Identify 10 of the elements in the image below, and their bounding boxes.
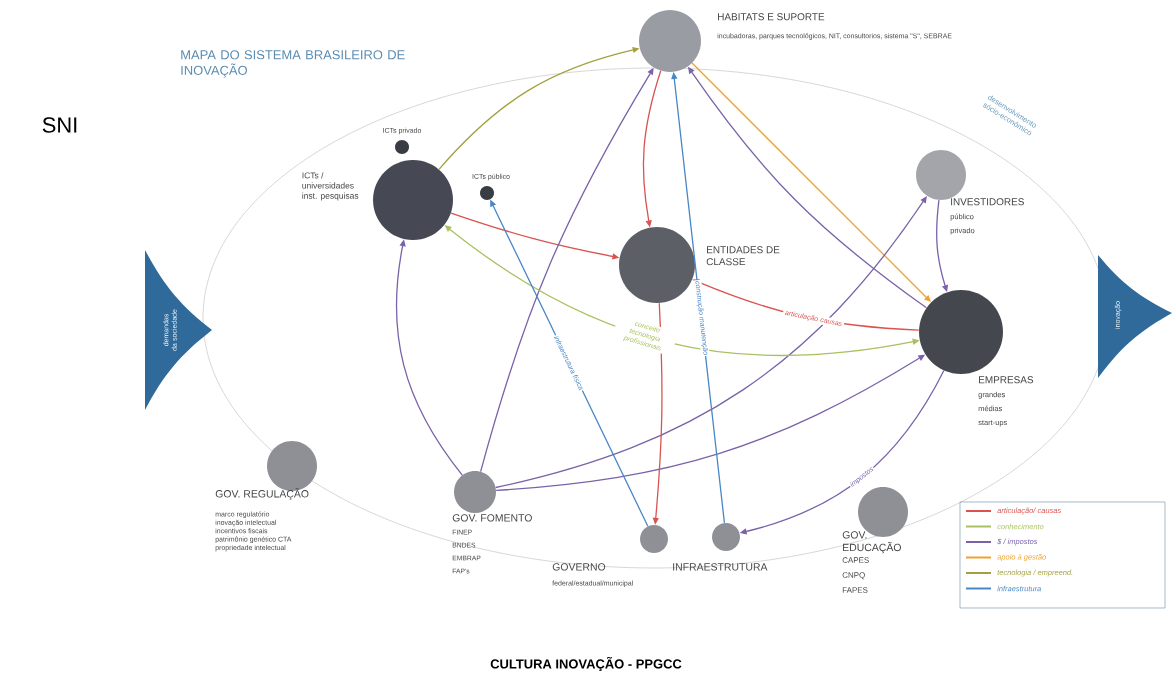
node-label: ICTs / universidades inst. pesquisas xyxy=(302,172,359,201)
node-label: ENTIDADES DE CLASSE xyxy=(706,246,780,266)
node-label: INFRAESTRUTURA xyxy=(673,563,768,571)
node-label: GOV. FOMENTO xyxy=(452,514,532,522)
node-label: GOV. EDUCAÇÃO xyxy=(842,531,901,554)
heading-label: SNI xyxy=(42,117,77,133)
caption: CULTURA INOVAÇÃO - PPGCC xyxy=(490,656,682,672)
node-label: EMPRESAS xyxy=(979,376,1034,384)
arrow xyxy=(495,196,927,489)
title: MAPA DO SISTEMA BRASILEIRO DE INOVAÇÃO xyxy=(181,50,405,78)
